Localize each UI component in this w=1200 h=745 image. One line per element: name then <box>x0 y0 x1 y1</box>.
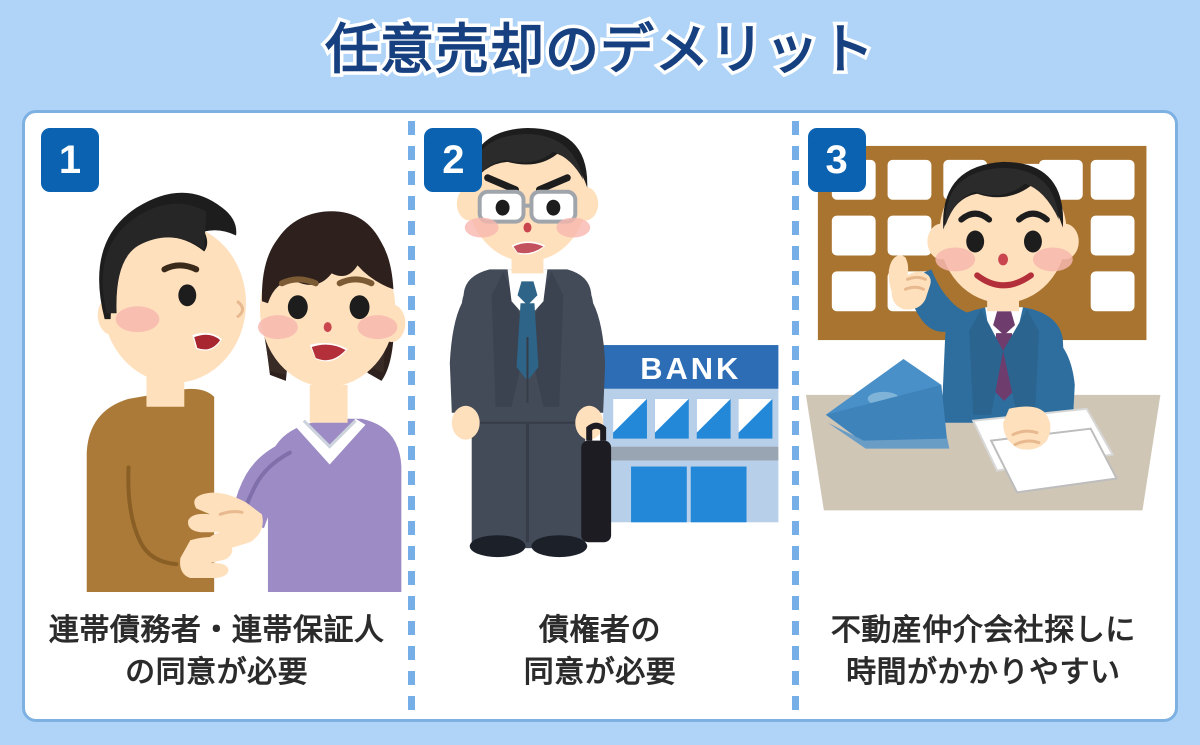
panel-caption-1: 連帯債務者・連帯保証人 の同意が必要 <box>31 610 402 695</box>
page-title-container: 任意売却のデメリット <box>0 14 1200 94</box>
bank-building: BANK <box>603 345 779 523</box>
panel-1: 1 <box>25 113 408 719</box>
panel-caption-3: 不動産仲介会社探しに 時間がかかりやすい <box>798 610 1169 695</box>
panel-caption-1-line1: 連帯債務者・連帯保証人 <box>48 613 385 647</box>
thumbs-up-hand <box>888 255 931 310</box>
businessman-figure <box>450 128 612 558</box>
panel-caption-2-line2: 同意が必要 <box>523 656 677 690</box>
panel-number-badge-1: 1 <box>41 128 99 192</box>
laptop <box>825 358 949 449</box>
panel-number-badge-2: 2 <box>424 128 483 192</box>
woman-figure <box>188 211 406 592</box>
content-card: 1 <box>22 110 1178 722</box>
panel-divider-1 <box>408 121 415 711</box>
panel-caption-3-line2: 時間がかかりやすい <box>846 656 1121 690</box>
two-people-talking-illustration <box>25 123 408 593</box>
panel-caption-2-line1: 債権者の <box>538 613 661 647</box>
real-estate-agent-figure <box>888 161 1079 423</box>
page-title: 任意売却のデメリット <box>322 17 878 84</box>
panel-3: 3 <box>792 113 1175 719</box>
panel-caption-3-line1: 不動産仲介会社探しに <box>830 613 1136 647</box>
panel-caption-2: 債権者の 同意が必要 <box>414 610 785 695</box>
banker-in-suit-with-bank-building-illustration: BANK <box>408 123 791 593</box>
real-estate-agent-at-desk-illustration <box>792 123 1175 593</box>
panel-2: 2 BANK <box>408 113 791 719</box>
panels-container: 1 <box>25 113 1175 719</box>
panel-caption-1-line2: の同意が必要 <box>125 656 309 690</box>
panel-number-badge-3: 3 <box>807 128 866 192</box>
svg-text:BANK: BANK <box>641 351 742 386</box>
panel-divider-2 <box>792 121 799 711</box>
